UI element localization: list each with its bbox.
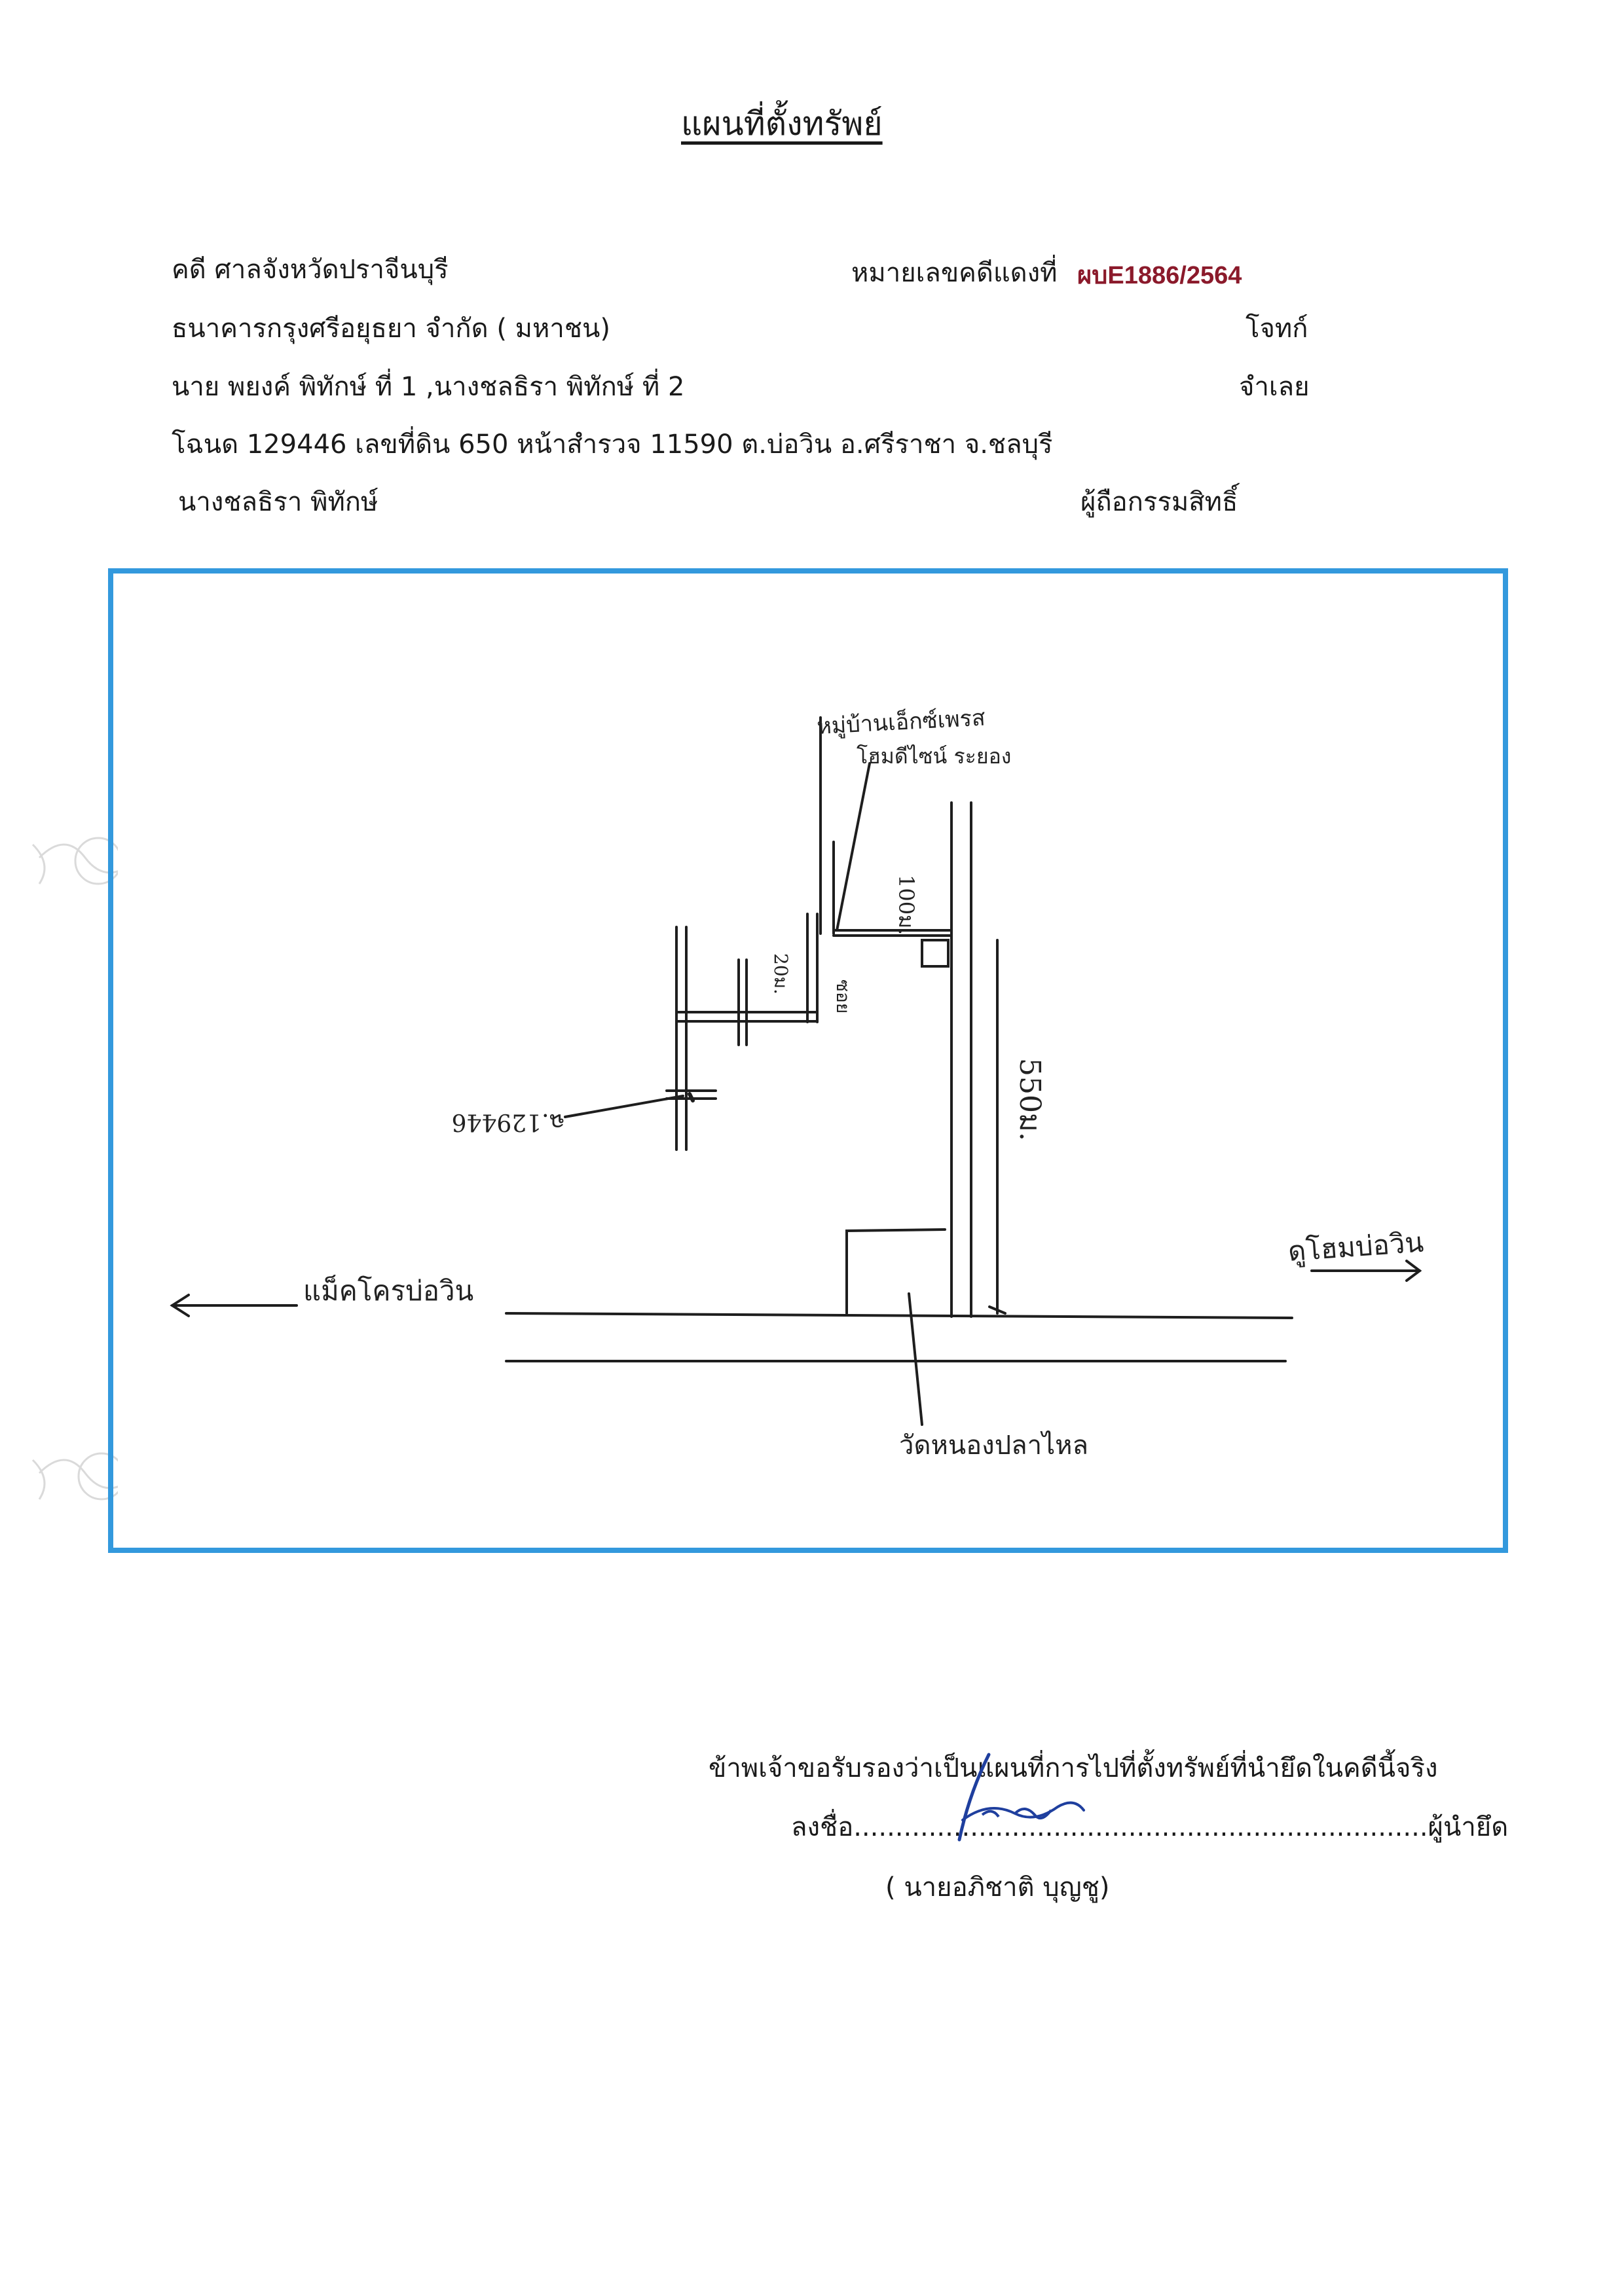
certification-statement: ข้าพเจ้าขอรับรองว่าเป็นแผนที่การไปที่ตั้… xyxy=(709,1753,1438,1783)
right-destination: ดูโฮมบ่อวิน xyxy=(1287,1226,1424,1268)
plaintiff-role: โจทก์ xyxy=(1246,314,1308,344)
owner-role: ผู้ถือกรรมสิทธิ์ xyxy=(1080,487,1238,517)
page-title: แผนที่ตั้งทรัพย์ xyxy=(681,105,883,143)
handwritten-signature xyxy=(957,1753,1085,1842)
sign-suffix: ผู้นำยึด xyxy=(1428,1812,1509,1842)
red-number-label: หมายเลขคดีแดงที่ xyxy=(851,258,1058,288)
distance-550m: 550ม. xyxy=(1013,1058,1046,1141)
red-number-value: ผบE1886/2564 xyxy=(1077,262,1242,289)
temple-plot xyxy=(845,1228,946,1315)
owner-name: นางชลธิรา พิทักษ์ xyxy=(178,487,378,517)
village-leader xyxy=(836,762,871,932)
defendant-role: จำเลย xyxy=(1239,372,1310,402)
temple-leader xyxy=(908,1292,923,1426)
deed-leader xyxy=(564,1095,684,1118)
location-map: หมู่บ้านเอ็กซ์เพรส โฮมดีไซน์ ระยอง 100ม.… xyxy=(170,704,1425,1461)
court-text: คดี ศาลจังหวัดปราจีนบุรี xyxy=(172,255,449,285)
plaintiff-name: ธนาคารกรุงศรีอยุธยา จำกัด ( มหาชน) xyxy=(172,314,610,344)
sign-prefix: ลงชื่อ xyxy=(791,1812,854,1842)
defendant-name: นาย พยงค์ พิทักษ์ ที่ 1 ,นางชลธิรา พิทัก… xyxy=(172,372,685,402)
main-road-line-top xyxy=(505,1312,1293,1319)
binder-hole-marks xyxy=(31,837,118,1501)
small-plot-box xyxy=(921,939,950,968)
village-label-1: หมู่บ้านเอ็กซ์เพรส xyxy=(816,704,986,740)
soi-label: ซอย xyxy=(832,979,854,1013)
left-destination: แม็คโครบ่อวิน xyxy=(303,1275,473,1307)
distance-20m: 20ม. xyxy=(770,953,792,994)
temple-label: วัดหนองปลาไหล xyxy=(899,1430,1088,1461)
deed-number-label: ฉ.129446 xyxy=(452,1108,565,1135)
deed-line: โฉนด 129446 เลขที่ดิน 650 หน้าสำรวจ 1159… xyxy=(172,429,1053,460)
signature-line: ลงชื่อ..................................… xyxy=(791,1806,1508,1848)
map-frame: หมู่บ้านเอ็กซ์เพรส โฮมดีไซน์ ระยอง 100ม.… xyxy=(108,568,1508,1553)
signer-name: ( นายอภิชาติ บุญชู) xyxy=(885,1872,1110,1903)
village-label-2: โฮมดีไซน์ ระยอง xyxy=(857,744,1011,769)
distance-100m: 100ม. xyxy=(894,875,919,935)
sign-dots: ........................................… xyxy=(853,1812,1428,1842)
